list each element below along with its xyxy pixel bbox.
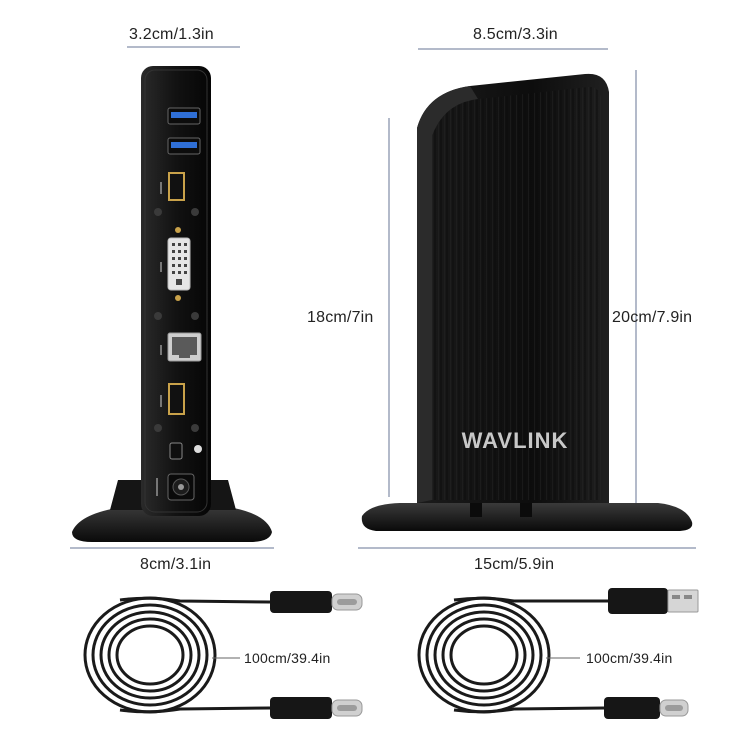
usb-port-2 <box>167 137 201 155</box>
usb-c-plug-left-bottom <box>270 697 363 719</box>
dim-label-cable-right: 100cm/39.4in <box>586 650 673 666</box>
dock-rear-view <box>72 66 272 542</box>
dim-label-port-height: 18cm/7in <box>307 309 374 326</box>
dock-rear-body <box>141 66 211 516</box>
hdmi-port-1 <box>168 172 185 201</box>
wavlink-logo: WAVLINK <box>462 428 569 453</box>
usb-port-1 <box>167 107 201 125</box>
ethernet-port <box>167 332 202 362</box>
dimension-lines <box>70 46 696 549</box>
dim-label-cable-left: 100cm/39.4in <box>244 650 331 666</box>
dim-label-front-height: 20cm/7.9in <box>612 309 693 326</box>
usb-c-cable-left <box>83 596 271 714</box>
usb-c-plug-right-bottom <box>604 697 689 719</box>
usb-a-cable-right <box>417 596 608 714</box>
dc-power-port <box>167 473 195 501</box>
dock-rear-base <box>72 506 272 542</box>
usb-c-plug-left-top <box>270 591 363 613</box>
usb-a-plug-right-top <box>608 588 699 614</box>
dim-label-width: 8.5cm/3.3in <box>473 26 558 43</box>
upstream-port <box>169 442 202 460</box>
dim-label-depth: 3.2cm/1.3in <box>129 26 214 43</box>
dvi-port <box>167 227 191 301</box>
hdmi-port-2 <box>168 383 185 415</box>
dim-label-base-width: 15cm/5.9in <box>474 556 555 573</box>
dock-front-view: WAVLINK <box>361 73 693 531</box>
dim-label-base-depth: 8cm/3.1in <box>140 556 212 573</box>
